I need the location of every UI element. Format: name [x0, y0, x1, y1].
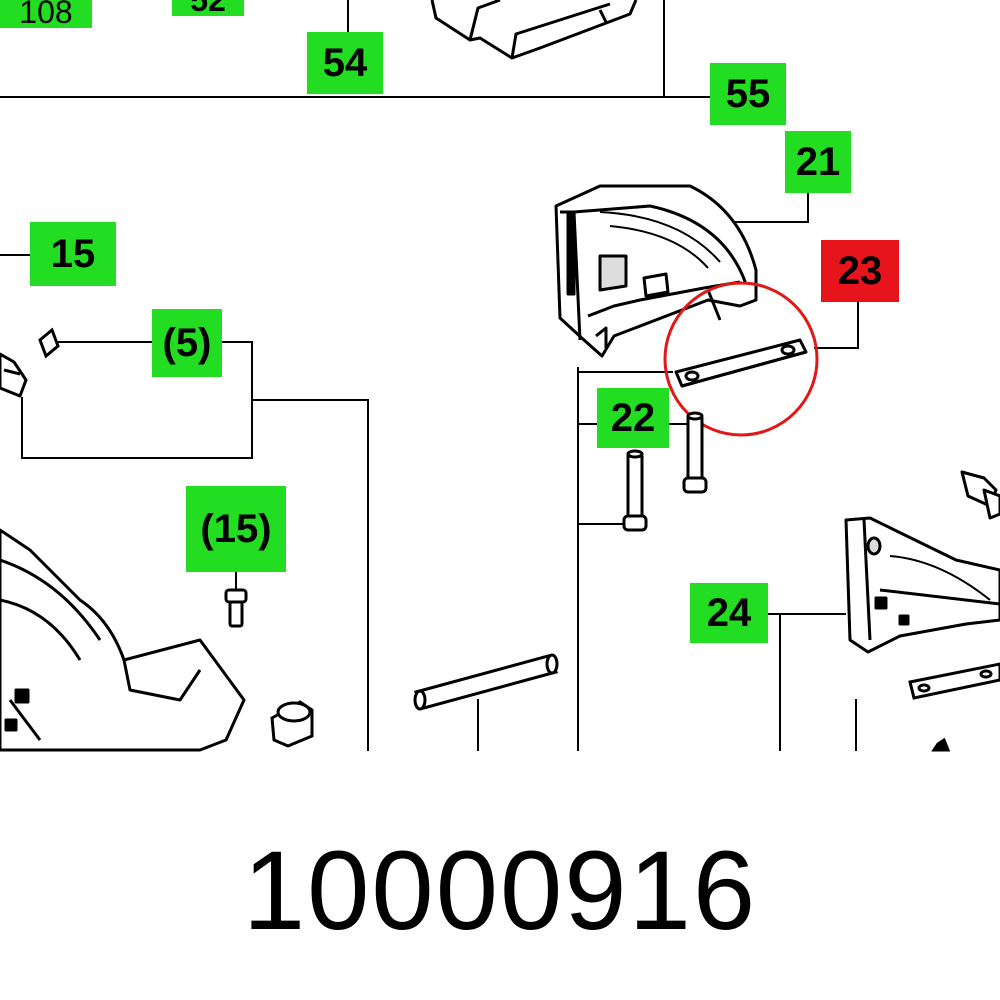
label-15-parenthesized: (15)	[186, 486, 286, 572]
label-108: 108	[0, 0, 92, 28]
label-15: 15	[30, 222, 116, 286]
highlight-circle	[663, 281, 819, 437]
bushing-part	[270, 700, 314, 748]
label-24: 24	[690, 583, 768, 643]
label-21: 21	[785, 131, 851, 193]
leader-line-5-down	[251, 399, 369, 751]
left-clamp-part	[0, 352, 28, 398]
clip-parts	[960, 470, 1000, 520]
label-52: 52	[172, 0, 244, 16]
base-assembly	[0, 528, 246, 752]
label-54: 54	[307, 32, 383, 94]
leader-line-23	[814, 299, 859, 349]
bracket-line-5	[21, 341, 253, 459]
label-5: (5)	[152, 309, 222, 377]
part-21-housing	[554, 184, 758, 358]
leader-line-21	[721, 192, 809, 223]
top-housing-part	[430, 0, 638, 60]
part-22-screws	[622, 411, 708, 532]
part-23-strip	[674, 338, 808, 388]
small-screw-parts	[38, 327, 248, 628]
part-number: 10000916	[242, 827, 758, 953]
label-22: 22	[597, 388, 669, 448]
long-pin-part	[413, 653, 559, 711]
lower-strip-part	[908, 662, 1000, 752]
label-55: 55	[710, 63, 786, 125]
part-24-housing	[844, 516, 1000, 654]
label-23-highlighted: 23	[821, 240, 899, 302]
